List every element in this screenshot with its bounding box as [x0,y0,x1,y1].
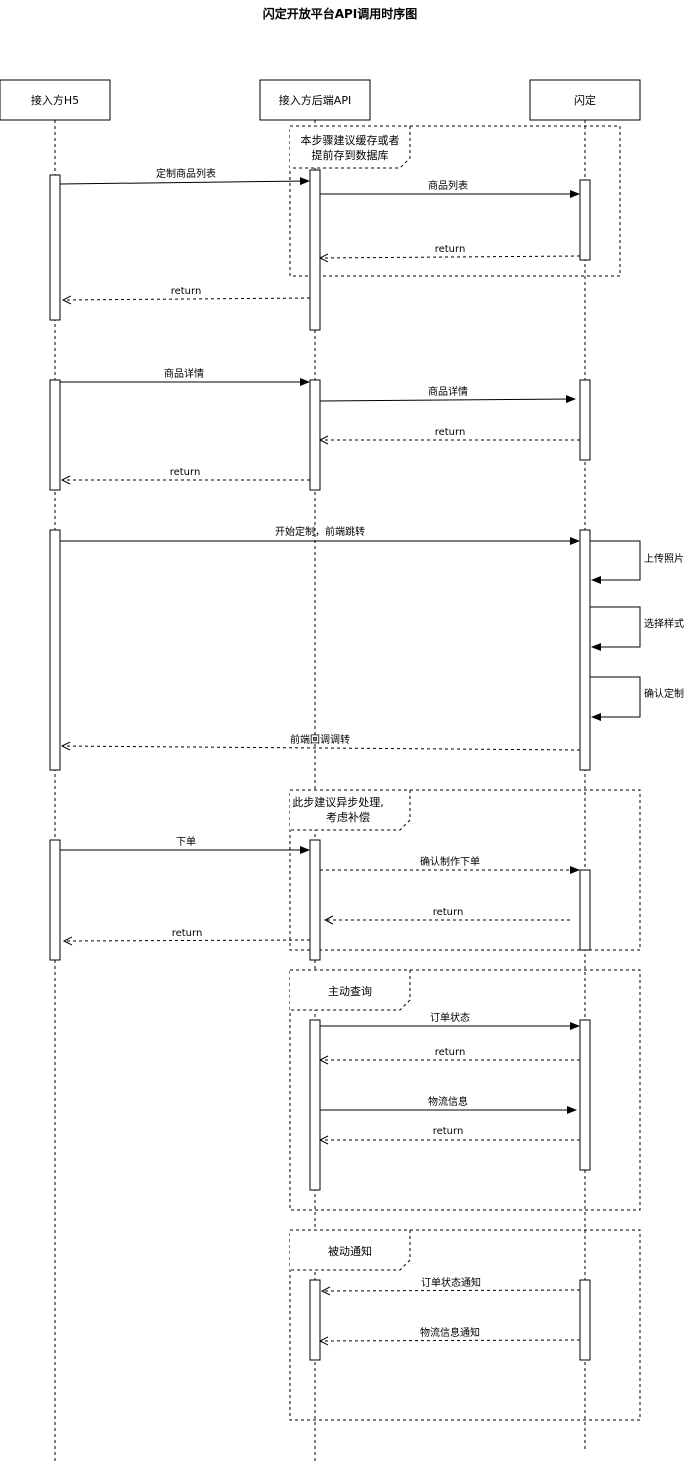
group-query: 主动查询 [289,969,641,1211]
message-arrow [590,606,641,651]
group-label-line: 考虑补偿 [326,810,370,824]
message-arrow [590,676,641,721]
message-label: return [170,467,201,478]
activation-h5 [49,529,61,771]
message-label: 上传照片 [644,552,684,565]
message-label: return [172,928,203,939]
activation-sd [579,529,591,771]
participant-label: 接入方H5 [31,93,79,107]
message-label: 定制商品列表 [156,167,216,180]
message-arrow [320,256,581,258]
group-label-line: 主动查询 [328,984,372,998]
activation-api [309,839,321,961]
group-notify: 被动通知 [289,1229,641,1421]
activation-api [309,1019,321,1191]
message-label: 商品详情 [428,385,468,398]
message-label: return [435,1047,466,1058]
message-label: 订单状态 [430,1011,470,1024]
message-label: 前端回调调转 [290,733,350,746]
activations [49,169,591,1361]
message-label: return [433,1126,464,1137]
message-arrow [64,940,311,941]
activation-sd [579,379,591,461]
message-arrow [319,395,576,404]
message-label: return [435,427,466,438]
group-async: 此步建议异步处理, 考虑补偿 [289,789,641,951]
group-label-line: 此步建议异步处理, [292,795,384,809]
participant-label: 接入方后端API [279,93,351,107]
activation-sd [579,179,591,261]
activation-api [309,169,321,331]
activation-sd [579,1279,591,1361]
participant-label: 闪定 [574,93,596,107]
message-arrow [63,298,311,300]
participant-sd: 闪定 [529,79,641,121]
activation-api [309,1279,321,1361]
message-label: 商品列表 [428,179,468,192]
group-label-line: 本步骤建议缓存或者 [301,133,400,147]
message-arrow [62,746,581,750]
activation-h5 [49,174,61,321]
message-arrow [320,1340,581,1341]
message-label: 选择样式 [644,617,684,630]
activation-sd [579,1019,591,1171]
message-arrow [590,540,641,584]
diagram-title: 闪定开放平台API调用时序图 [263,6,418,21]
message-label: 订单状态通知 [421,1276,481,1289]
messages: 定制商品列表 商品列表 return return 商品详情 商品详情 retu… [59,167,684,1341]
message-label: return [171,286,202,297]
message-label: 物流信息通知 [420,1326,480,1339]
message-label: return [435,244,466,255]
activation-h5 [49,379,61,491]
message-label: 开始定制，前端跳转 [275,525,365,538]
message-arrow [59,177,310,186]
activation-api [309,379,321,491]
message-label: return [433,907,464,918]
message-label: 物流信息 [428,1095,468,1108]
message-label: 确认制作下单 [420,855,480,868]
activation-h5 [49,839,61,961]
message-label: 下单 [176,836,196,848]
participant-h5: 接入方H5 [0,79,111,121]
message-label: 确认定制 [644,687,684,700]
message-label: 商品详情 [164,367,204,380]
activation-sd [579,869,591,951]
group-cache: 本步骤建议缓存或者 提前存到数据库 [289,125,621,277]
group-label-line: 被动通知 [328,1244,372,1258]
participant-api: 接入方后端API [259,79,371,121]
group-label-line: 提前存到数据库 [312,148,389,162]
message-arrow [322,1290,581,1291]
